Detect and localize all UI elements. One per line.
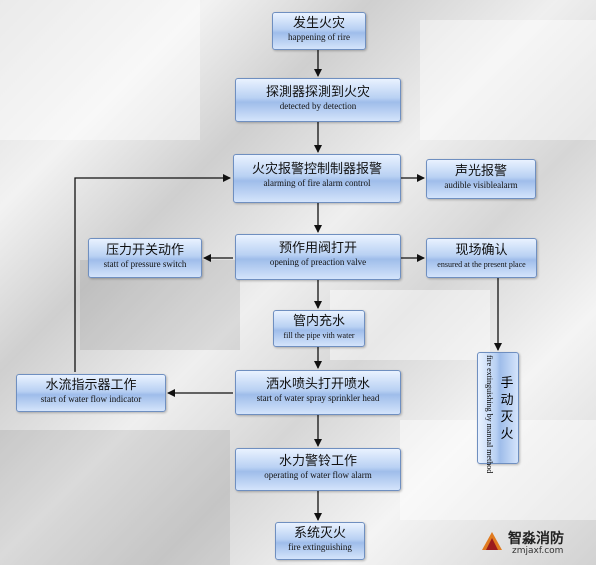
node-detect-en: detected by detection [279,101,357,111]
node-fill: 管内充水 fill the pipe vith water [273,310,365,347]
node-bell-zh: 水力警铃工作 [278,454,357,469]
background-shape [420,20,596,140]
node-bell: 水力警铃工作 operating of water flow alarm [235,448,401,491]
background-shape [0,430,230,565]
node-fire: 发生火灾 happening of rire [272,12,366,50]
node-pressure-zh: 压力开关动作 [105,243,184,258]
node-manual-en: fire extinguishing by manual method [485,355,494,474]
node-pressure: 压力开关动作 statt of pressure switch [88,238,202,278]
node-flowind-en: start of water flow indicator [40,394,142,404]
arrow-flowind-to-control [74,174,231,372]
node-valve-en: opening of preaction valve [269,257,367,267]
node-valve: 预作用阀打开 opening of preaction valve [235,234,401,280]
node-audible-zh: 声光报警 [454,164,507,179]
node-flowind-zh: 水流指示器工作 [45,378,137,393]
node-sprinkler-en: start of water spray sprinkler head [256,393,380,403]
node-valve-zh: 预作用阀打开 [278,241,357,256]
node-fill-en: fill the pipe vith water [283,331,355,340]
node-fill-zh: 管内充水 [292,314,345,329]
node-control-zh: 火灾报警控制制器报警 [251,162,382,177]
node-extinguish: 系统灭火 fire extinguishing [275,522,365,560]
node-confirm-zh: 现场确认 [455,243,508,258]
node-flowind: 水流指示器工作 start of water flow indicator [16,374,166,412]
node-pressure-en: statt of pressure switch [103,259,187,269]
node-bell-en: operating of water flow alarm [264,470,372,480]
watermark-name: 智淼消防 [508,531,564,547]
node-extinguish-en: fire extinguishing [288,542,352,552]
brand-logo-icon [482,532,502,550]
node-audible: 声光报警 audible visiblealarm [426,159,536,199]
node-audible-en: audible visiblealarm [444,180,518,190]
node-sprinkler: 洒水喷头打开喷水 start of water spray sprinkler … [235,370,401,415]
node-detect-zh: 探測器探測到火灾 [265,85,370,100]
node-detect: 探測器探測到火灾 detected by detection [235,78,401,122]
node-manual-zh: 手动灭火 [500,376,514,442]
node-confirm-en: ensured at the present place [437,260,526,269]
node-fire-zh: 发生火灾 [292,16,345,31]
node-fire-en: happening of rire [288,32,350,42]
watermark: 智淼消防 zmjaxf.com [480,526,592,562]
background-shape [0,0,200,140]
node-control: 火灾报警控制制器报警 alarming of fire alarm contro… [233,154,401,203]
node-extinguish-zh: 系统灭火 [293,526,346,541]
node-manual: 手动灭火 fire extinguishing by manual method [477,352,519,474]
watermark-url: zmjaxf.com [512,546,564,556]
node-control-en: alarming of fire alarm control [263,178,371,188]
node-confirm: 现场确认 ensured at the present place [426,238,537,278]
node-sprinkler-zh: 洒水喷头打开喷水 [265,377,370,392]
